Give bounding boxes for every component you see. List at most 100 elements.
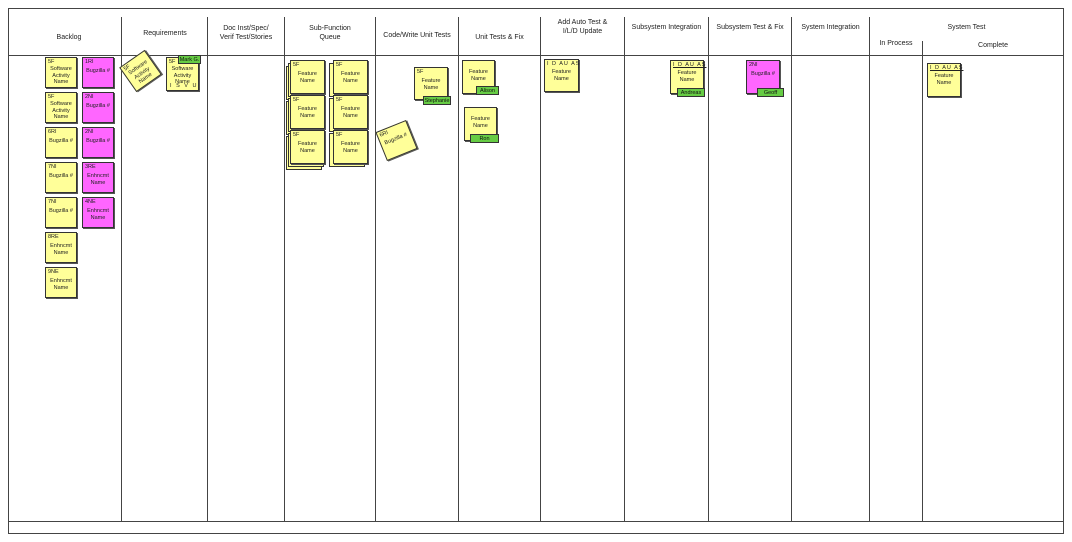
col-divider [624,17,625,522]
card-title: Feature Name [677,70,697,83]
card-title: Software Activity Name [171,66,194,85]
col-header-requirements: Requirements [143,30,187,37]
card-codes: I D AU AS [673,62,707,68]
card-title: Bugzilla # [49,208,73,214]
card-title: Feature Name [341,106,360,119]
col-divider [284,17,285,522]
card-title: Enhncmt Name [50,278,72,291]
queue-card[interactable]: 5F Feature Name [290,130,325,164]
card-title: Feature Name [341,71,360,84]
col-header-subfunction: Sub-Function Queue [309,25,351,41]
backlog-card[interactable]: 7NI Bugzilla # [45,197,77,228]
queue-card[interactable]: 5F Feature Name [333,60,368,94]
queue-card[interactable]: 5F Feature Name [290,60,325,94]
assignee-tag[interactable]: Mark G. [178,55,201,64]
card-code: 5F [336,62,343,68]
header-divider [9,55,1063,56]
card-title: Bugzilla # [49,138,73,144]
card-title: Feature Name [341,141,360,154]
col-header-complete: Complete [978,42,1008,49]
code-card[interactable]: 5F Feature Name [414,67,448,100]
col-divider [121,17,122,522]
card-title: Enhncmt Name [87,208,109,221]
footer-divider [9,521,1063,522]
card-codes: I D AU AS [930,65,964,71]
card-code: 2NI [85,129,94,135]
backlog-card[interactable]: 1RI Bugzilla # [82,57,114,88]
backlog-card[interactable]: 8RE Enhncmt Name [45,232,77,263]
assignee-tag[interactable]: Geoff [757,88,784,97]
card-code: 7NI [48,164,57,170]
col-header-codewrite: Code/Write Unit Tests [383,32,451,39]
backlog-card[interactable]: 2NI Bugzilla # [82,127,114,158]
col-divider [708,17,709,522]
complete-card[interactable]: I D AU AS Feature Name [927,63,964,97]
card-code: 4NE [85,199,96,205]
queue-card[interactable]: 5F Feature Name [333,95,368,129]
col-header-unittests: Unit Tests & Fix [475,34,524,41]
backlog-card[interactable]: 4NE Enhncmt Name [82,197,114,228]
assignee-tag[interactable]: Stephanie [423,96,451,105]
card-code: 6RI [378,129,390,139]
assignee-tag[interactable]: Andreas [677,88,705,97]
card-title: Bugzilla # [86,138,110,144]
col-divider [791,17,792,522]
card-code: 5F [293,132,300,138]
card-title: Enhncmt Name [87,173,109,186]
card-code: 5F [293,62,300,68]
card-code: 7NI [48,199,57,205]
backlog-card[interactable]: 9NE Enhncmt Name [45,267,77,298]
col-divider [458,17,459,522]
card-title: Feature Name [471,116,490,129]
card-codes: I D AU AS [547,61,581,67]
col-divider [375,17,376,522]
card-code: 5F [336,132,343,138]
card-code: 3RE [85,164,96,170]
col-divider [540,17,541,522]
assignee-tag[interactable]: Ron [470,134,499,143]
card-title: Feature Name [421,78,441,91]
col-header-subsys-test: Subsystem Test & Fix [716,24,784,31]
col-header-doc: Doc Inst/Spec/ Verif Test/Stories [219,25,273,41]
card-flags: I S V U [170,82,198,89]
queue-card[interactable]: 5F Feature Name [333,130,368,164]
card-title: Software Activity Name [50,101,72,120]
card-title: Feature Name [298,71,317,84]
backlog-card[interactable]: 2NI Bugzilla # [82,92,114,123]
card-code: 5F [417,69,424,75]
card-title: Bugzilla # [86,103,110,109]
autotest-card[interactable]: I D AU AS Feature Name [544,59,579,92]
card-title: Bugzilla # [49,173,73,179]
backlog-card[interactable]: 5F Software Activity Name [45,57,77,88]
card-code: 9NE [48,269,59,275]
card-code: 8RE [48,234,59,240]
card-title: Feature Name [934,73,954,86]
card-code: 5F [48,94,55,100]
card-code: 5F [169,59,176,65]
col-divider [869,17,870,522]
card-code: 2NI [85,94,94,100]
card-code: 2NI [749,62,758,68]
card-title: Bugzilla # [86,68,110,74]
col-header-sys-test: System Test [947,24,986,31]
col-header-autotest: Add Auto Test & I/L/D Update [557,19,608,35]
card-title: Feature Name [298,106,317,119]
card-title: Bugzilla # [751,71,775,77]
kanban-board: Backlog Requirements Doc Inst/Spec/ Veri… [8,8,1064,534]
backlog-card[interactable]: 7NI Bugzilla # [45,162,77,193]
card-title: Feature Name [298,141,317,154]
card-title: Feature Name [469,69,488,82]
backlog-card[interactable]: 3RE Enhncmt Name [82,162,114,193]
col-divider [922,41,923,522]
col-header-backlog: Backlog [56,34,82,41]
backlog-card[interactable]: 6RI Bugzilla # [45,127,77,158]
backlog-card[interactable]: 5F Software Activity Name [45,92,77,123]
queue-card[interactable]: 5F Feature Name [290,95,325,129]
col-header-subsys-int: Subsystem Integration [631,24,702,31]
card-code: 5F [336,97,343,103]
card-code: 1RI [85,59,94,65]
card-code: 5F [48,59,55,65]
assignee-tag[interactable]: Alison [476,86,499,95]
card-title: Enhncmt Name [50,243,72,256]
card-title: Software Activity Name [50,66,72,85]
